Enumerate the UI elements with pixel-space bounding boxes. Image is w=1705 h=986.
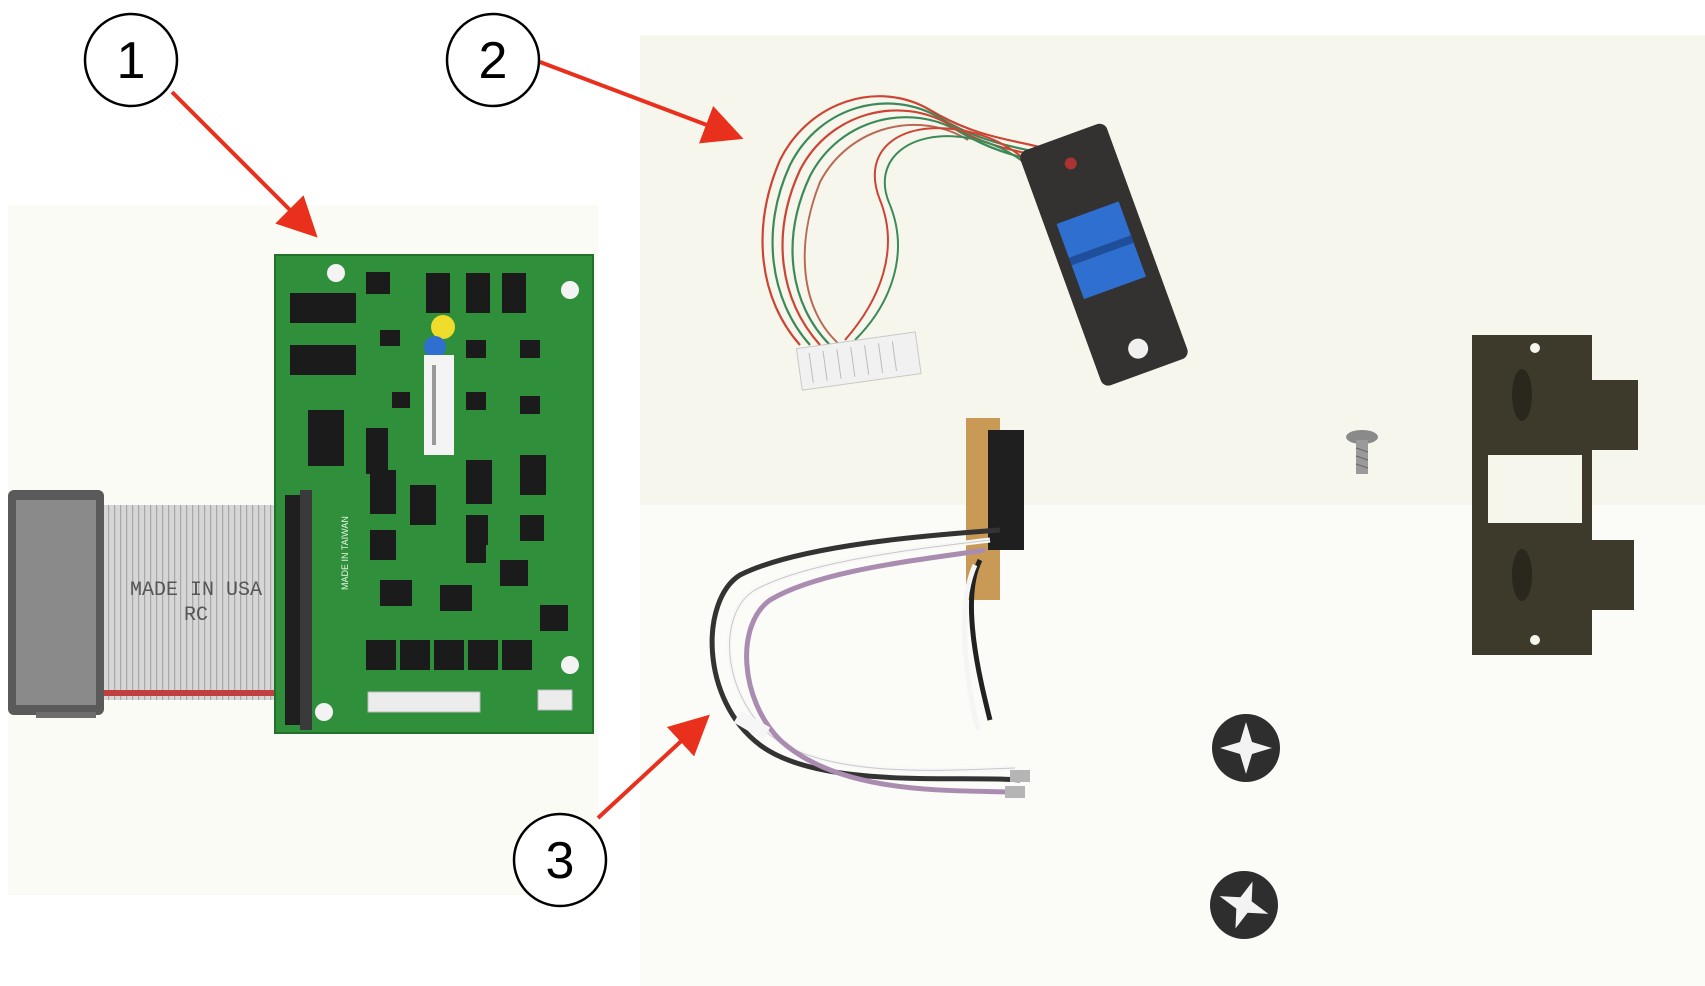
callout-1-number: 1 bbox=[117, 32, 146, 90]
screw-icon bbox=[1346, 430, 1378, 474]
ribbon-cable-icon: MADE IN USA RC bbox=[8, 490, 300, 718]
callout-1: 1 bbox=[83, 12, 179, 108]
callout-arrow-2 bbox=[539, 60, 744, 144]
bracket-icon bbox=[1472, 335, 1638, 655]
pcb-board-icon: MADE IN TAIWAN bbox=[274, 254, 594, 734]
push-nut-icon bbox=[1210, 714, 1280, 939]
board-made-in-text: MADE IN TAIWAN bbox=[340, 516, 350, 590]
cable-print-line2: RC bbox=[184, 604, 208, 627]
cable-print-line1: MADE IN USA bbox=[130, 579, 262, 602]
callout-3: 3 bbox=[512, 812, 608, 908]
callout-2-number: 2 bbox=[479, 32, 508, 90]
callout-arrow-3 bbox=[596, 714, 710, 820]
callout-arrow-1 bbox=[170, 90, 318, 238]
callout-3-number: 3 bbox=[546, 832, 575, 890]
callout-2: 2 bbox=[445, 12, 541, 108]
optical-sensor-icon bbox=[761, 95, 1188, 391]
wire-harness-icon bbox=[709, 418, 1030, 798]
